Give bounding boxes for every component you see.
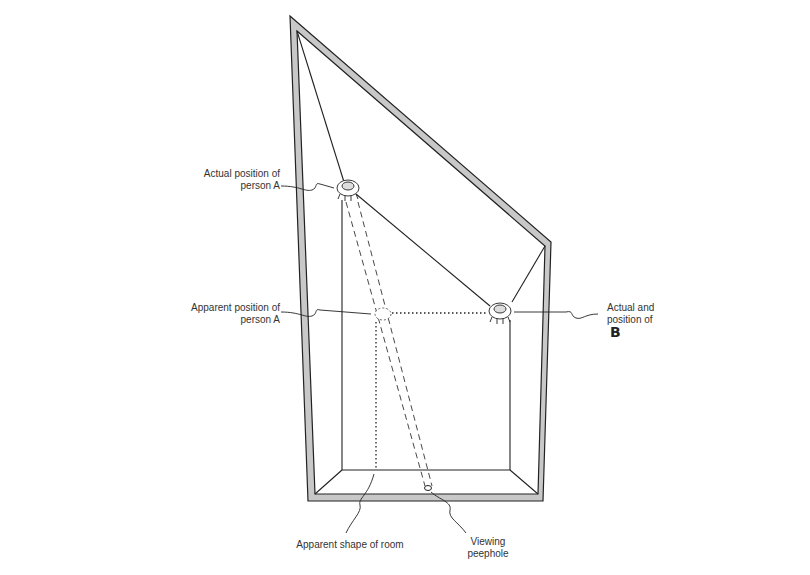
position-label: Actual and position of	[607, 302, 677, 326]
person-a-head	[337, 180, 359, 201]
room-label: Apparent shape of room	[290, 539, 410, 551]
person-a-apparent	[375, 308, 391, 320]
room-edges	[297, 31, 545, 494]
sight-lines	[346, 202, 432, 486]
position-label: Actual position of person A	[198, 168, 280, 192]
leader-lines	[281, 184, 598, 533]
viewing-peephole	[425, 486, 432, 491]
room-wall	[290, 16, 551, 501]
peephole-label: Viewing peephole	[458, 536, 518, 560]
position-label: Apparent position of person A	[188, 302, 280, 326]
person-b-head	[489, 303, 511, 324]
person-letter: B	[610, 326, 630, 338]
apparent-room-shape	[376, 313, 488, 470]
